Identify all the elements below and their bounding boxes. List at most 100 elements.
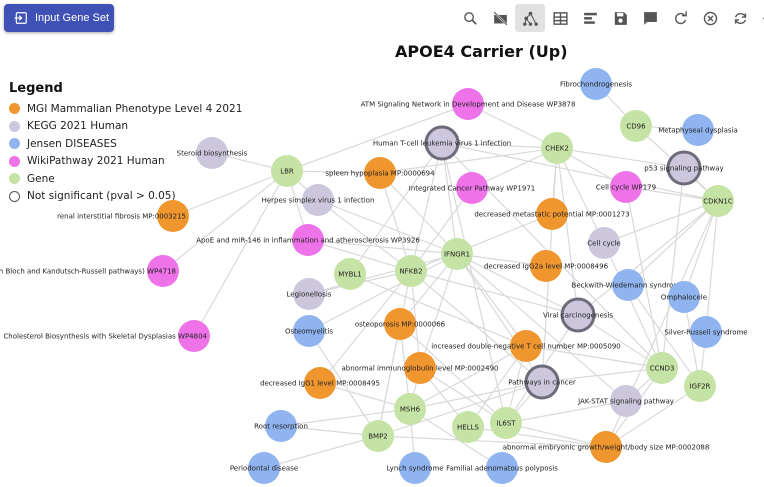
- node-abn[interactable]: abnormal embryonic growth/weight/body si…: [503, 431, 710, 463]
- node-circle-root[interactable]: [265, 410, 297, 442]
- node-osteop[interactable]: osteoporosis MP:0000066: [355, 308, 446, 340]
- node-circle-cholmet[interactable]: [147, 255, 179, 287]
- node-fap[interactable]: Familial adenomatous polyposis: [446, 452, 558, 484]
- node-igf2r[interactable]: IGF2R: [684, 370, 716, 402]
- node-circle-aig[interactable]: [404, 352, 436, 384]
- node-circle-cellcycle[interactable]: [588, 227, 620, 259]
- node-renal[interactable]: renal interstitial fibrosis MP:0003215: [57, 200, 189, 232]
- node-circle-abn[interactable]: [590, 431, 622, 463]
- clear-button[interactable]: [695, 4, 725, 32]
- bar-chart-button[interactable]: [575, 4, 605, 32]
- node-htlv[interactable]: Human T-cell leukemia virus 1 infection: [373, 125, 511, 161]
- node-perio[interactable]: Periodontal disease: [230, 452, 298, 484]
- node-circle-cdkn1c[interactable]: [702, 185, 734, 217]
- node-circle-apoe[interactable]: [292, 224, 324, 256]
- node-root[interactable]: Root resorption: [254, 410, 308, 442]
- node-igg2a[interactable]: decreased IgG2a level MP:0008496: [484, 250, 609, 282]
- node-circle-omph[interactable]: [668, 281, 700, 313]
- node-circle-cholbio[interactable]: [178, 320, 210, 352]
- node-circle-il6st[interactable]: [490, 407, 522, 439]
- node-ccnd3[interactable]: CCND3: [646, 352, 678, 384]
- node-circle-ccnd3[interactable]: [646, 352, 678, 384]
- node-circle-igg2a[interactable]: [530, 250, 562, 282]
- node-atm[interactable]: ATM Signaling Network in Development and…: [361, 88, 576, 120]
- node-idn[interactable]: increased double-negative T cell number …: [431, 330, 621, 362]
- node-nfkb2[interactable]: NFKB2: [395, 255, 427, 287]
- node-circle-steroid[interactable]: [196, 137, 228, 169]
- node-circle-herpes[interactable]: [302, 184, 334, 216]
- node-circle-pic[interactable]: [524, 364, 560, 400]
- node-meta[interactable]: Metaphyseal dysplasia: [658, 114, 738, 146]
- node-cellcyclewp[interactable]: Cell cycle WP179: [596, 171, 656, 203]
- node-msh6[interactable]: MSH6: [394, 393, 426, 425]
- node-circle-perio[interactable]: [248, 452, 280, 484]
- node-circle-srs[interactable]: [690, 316, 722, 348]
- node-circle-bws[interactable]: [612, 269, 644, 301]
- node-circle-igg1[interactable]: [304, 367, 336, 399]
- node-circle-icp[interactable]: [456, 172, 488, 204]
- node-lynch[interactable]: Lynch syndrome: [386, 452, 444, 484]
- node-circle-bmp2[interactable]: [362, 420, 394, 452]
- node-circle-osteom[interactable]: [293, 315, 325, 347]
- node-chek2[interactable]: CHEK2: [541, 132, 573, 164]
- node-circle-fibro[interactable]: [580, 68, 612, 100]
- node-cd96[interactable]: CD96: [620, 110, 652, 142]
- table-view-button[interactable]: [545, 4, 575, 32]
- node-circle-htlv[interactable]: [424, 125, 460, 161]
- node-circle-dmp[interactable]: [536, 198, 568, 230]
- node-circle-mybl1[interactable]: [334, 258, 366, 290]
- reset-button[interactable]: [725, 4, 755, 32]
- node-herpes[interactable]: Herpes simplex virus 1 infection: [262, 184, 375, 216]
- node-circle-legion[interactable]: [293, 278, 325, 310]
- node-osteom[interactable]: Osteomyelitis: [285, 315, 333, 347]
- input-gene-set-button[interactable]: Input Gene Set: [4, 4, 114, 32]
- node-apoe[interactable]: ApoE and miR-146 in inflammation and ath…: [196, 224, 420, 256]
- node-circle-igf2r[interactable]: [684, 370, 716, 402]
- node-ifngr1[interactable]: IFNGR1: [441, 238, 473, 270]
- node-aig[interactable]: abnormal immunoglobulin level MP:0002490: [342, 352, 499, 384]
- node-circle-ifngr1[interactable]: [441, 238, 473, 270]
- node-spleen[interactable]: spleen hypoplasia MP:0000694: [325, 157, 435, 189]
- node-circle-hells[interactable]: [452, 411, 484, 443]
- node-circle-osteop[interactable]: [384, 308, 416, 340]
- node-pic[interactable]: Pathways in cancer: [508, 364, 576, 400]
- node-circle-lynch[interactable]: [399, 452, 431, 484]
- node-circle-jak[interactable]: [610, 385, 642, 417]
- node-steroid[interactable]: Steroid biosynthesis: [177, 137, 248, 169]
- save-button[interactable]: [605, 4, 635, 32]
- network-view-button[interactable]: [515, 4, 545, 32]
- node-circle-cellcyclewp[interactable]: [610, 171, 642, 203]
- node-circle-nfkb2[interactable]: [395, 255, 427, 287]
- node-p53[interactable]: p53 signaling pathway: [644, 150, 724, 186]
- node-il6st[interactable]: IL6ST: [490, 407, 522, 439]
- comment-button[interactable]: [635, 4, 665, 32]
- node-srs[interactable]: Silver-Russell syndrome: [664, 316, 748, 348]
- node-circle-atm[interactable]: [452, 88, 484, 120]
- node-cholbio[interactable]: Cholesterol Biosynthesis with Skeletal D…: [3, 320, 210, 352]
- zoom-button[interactable]: [455, 4, 485, 32]
- node-circle-spleen[interactable]: [364, 157, 396, 189]
- node-circle-meta[interactable]: [682, 114, 714, 146]
- node-mybl1[interactable]: MYBL1: [334, 258, 366, 290]
- node-circle-lbr[interactable]: [271, 155, 303, 187]
- node-circle-cd96[interactable]: [620, 110, 652, 142]
- node-omph[interactable]: Omphalocele: [661, 281, 707, 313]
- node-dmp[interactable]: decreased metastatic potential MP:000127…: [474, 198, 630, 230]
- node-igg1[interactable]: decreased IgG1 level MP:0008495: [260, 367, 380, 399]
- node-icp[interactable]: Integrated Cancer Pathway WP1971: [409, 172, 535, 204]
- node-circle-renal[interactable]: [157, 200, 189, 232]
- node-cdkn1c[interactable]: CDKN1C: [702, 185, 734, 217]
- node-circle-chek2[interactable]: [541, 132, 573, 164]
- node-circle-idn[interactable]: [510, 330, 542, 362]
- hide-labels-button[interactable]: [485, 4, 515, 32]
- node-lbr[interactable]: LBR: [271, 155, 303, 187]
- node-hells[interactable]: HELLS: [452, 411, 484, 443]
- refresh-button[interactable]: [665, 4, 695, 32]
- node-circle-msh6[interactable]: [394, 393, 426, 425]
- node-circle-fap[interactable]: [486, 452, 518, 484]
- node-circle-p53[interactable]: [666, 150, 702, 186]
- node-circle-viral[interactable]: [560, 297, 596, 333]
- node-fibro[interactable]: Fibrochondrogenesis: [560, 68, 632, 100]
- node-legion[interactable]: Legionellosis: [287, 278, 332, 310]
